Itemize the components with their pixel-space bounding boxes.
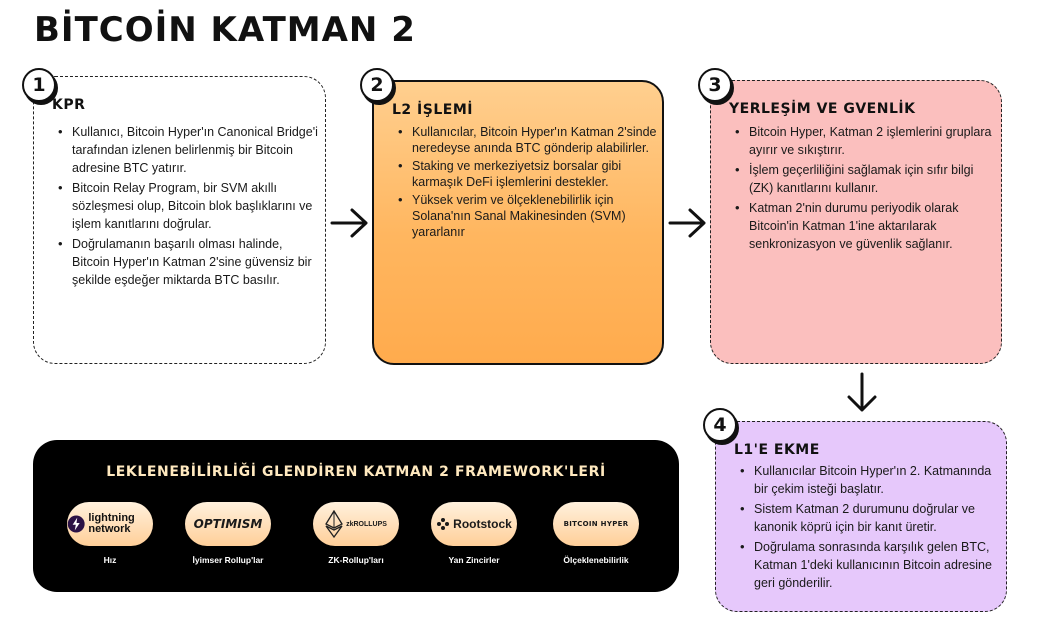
step-3-card: YERLEŞİM VE GVENLİK Bitcoin Hyper, Katma… bbox=[710, 80, 1002, 364]
list-item: Staking ve merkeziyetsiz borsalar gibi k… bbox=[396, 158, 658, 190]
framework-item-lightning: lightning network Hız bbox=[65, 502, 155, 565]
rootstock-icon bbox=[437, 518, 450, 530]
list-item: Doğrulamanın başarılı olması halinde, Bi… bbox=[56, 235, 318, 289]
step-2-card: L2 İŞLEMİ Kullanıcılar, Bitcoin Hyper'ın… bbox=[372, 80, 664, 365]
rootstock-logo: Rootstock bbox=[431, 502, 517, 546]
frameworks-title: LEKLENEBİLİRLİĞİ GLENDİREN KATMAN 2 FRAM… bbox=[106, 464, 606, 480]
framework-item-zkrollups: zkROLLUPS ZK-Rollup'ları bbox=[311, 502, 401, 565]
framework-label: Hız bbox=[103, 555, 117, 565]
list-item: İşlem geçerliliğini sağlamak için sıfır … bbox=[733, 161, 995, 197]
step-1-title: KPR bbox=[52, 97, 86, 113]
step-4-title: L1'E EKME bbox=[734, 442, 820, 458]
framework-item-rootstock: Rootstock Yan Zincirler bbox=[429, 502, 519, 565]
arrow-down-icon bbox=[847, 372, 877, 412]
step-3-title: YERLEŞİM VE GVENLİK bbox=[729, 101, 916, 117]
list-item: Sistem Katman 2 durumunu doğrular ve kan… bbox=[738, 500, 1000, 536]
framework-label: İyimser Rollup'lar bbox=[192, 555, 264, 565]
frameworks-panel: LEKLENEBİLİRLİĞİ GLENDİREN KATMAN 2 FRAM… bbox=[33, 440, 679, 592]
zkrollups-logo-text: zkROLLUPS bbox=[346, 520, 387, 528]
lightning-bolt-icon bbox=[67, 515, 85, 533]
step-3-list: Bitcoin Hyper, Katman 2 işlemlerini grup… bbox=[733, 123, 995, 255]
framework-item-optimism: OPTIMISM İyimser Rollup'lar bbox=[183, 502, 273, 565]
framework-label: Ölçeklenebilirlik bbox=[563, 555, 629, 565]
rootstock-logo-text: Rootstock bbox=[453, 517, 512, 531]
step-4-list: Kullanıcılar Bitcoin Hyper'ın 2. Katmanı… bbox=[738, 462, 1000, 594]
ethereum-diamond-icon bbox=[325, 510, 344, 538]
zkrollups-logo: zkROLLUPS bbox=[313, 502, 399, 546]
optimism-logo-text: OPTIMISM bbox=[193, 517, 263, 531]
arrow-right-icon bbox=[668, 208, 706, 238]
step-4-number-badge: 4 bbox=[703, 408, 737, 442]
framework-label: ZK-Rollup'ları bbox=[328, 555, 384, 565]
list-item: Yüksek verim ve ölçeklenebilirlik için S… bbox=[396, 192, 658, 240]
list-item: Katman 2'nin durumu periyodik olarak Bit… bbox=[733, 199, 995, 253]
step-2-number-badge: 2 bbox=[360, 68, 394, 102]
step-4-card: L1'E EKME Kullanıcılar Bitcoin Hyper'ın … bbox=[715, 421, 1007, 612]
page-title: BİTCOİN KATMAN 2 bbox=[34, 10, 416, 50]
list-item: Doğrulama sonrasında karşılık gelen BTC,… bbox=[738, 538, 1000, 592]
bitcoin-hyper-logo: BITCOIN HYPER bbox=[553, 502, 639, 546]
framework-item-bitcoin-hyper: BITCOIN HYPER Ölçeklenebilirlik bbox=[551, 502, 641, 565]
list-item: Kullanıcı, Bitcoin Hyper'ın Canonical Br… bbox=[56, 123, 318, 177]
list-item: Kullanıcılar Bitcoin Hyper'ın 2. Katmanı… bbox=[738, 462, 1000, 498]
lightning-network-logo: lightning network bbox=[67, 502, 153, 546]
step-2-title: L2 İŞLEMİ bbox=[392, 102, 473, 118]
optimism-logo: OPTIMISM bbox=[185, 502, 271, 546]
list-item: Kullanıcılar, Bitcoin Hyper'ın Katman 2'… bbox=[396, 124, 658, 156]
step-1-card: KPR Kullanıcı, Bitcoin Hyper'ın Canonica… bbox=[33, 76, 326, 364]
step-3-number-badge: 3 bbox=[698, 68, 732, 102]
framework-label: Yan Zincirler bbox=[448, 555, 500, 565]
step-1-list: Kullanıcı, Bitcoin Hyper'ın Canonical Br… bbox=[56, 123, 318, 291]
bitcoin-hyper-logo-text: BITCOIN HYPER bbox=[563, 520, 629, 528]
arrow-right-icon bbox=[330, 208, 368, 238]
list-item: Bitcoin Hyper, Katman 2 işlemlerini grup… bbox=[733, 123, 995, 159]
lightning-network-text: lightning network bbox=[88, 512, 135, 535]
step-1-number-badge: 1 bbox=[22, 68, 56, 102]
list-item: Bitcoin Relay Program, bir SVM akıllı sö… bbox=[56, 179, 318, 233]
step-2-list: Kullanıcılar, Bitcoin Hyper'ın Katman 2'… bbox=[396, 124, 658, 242]
